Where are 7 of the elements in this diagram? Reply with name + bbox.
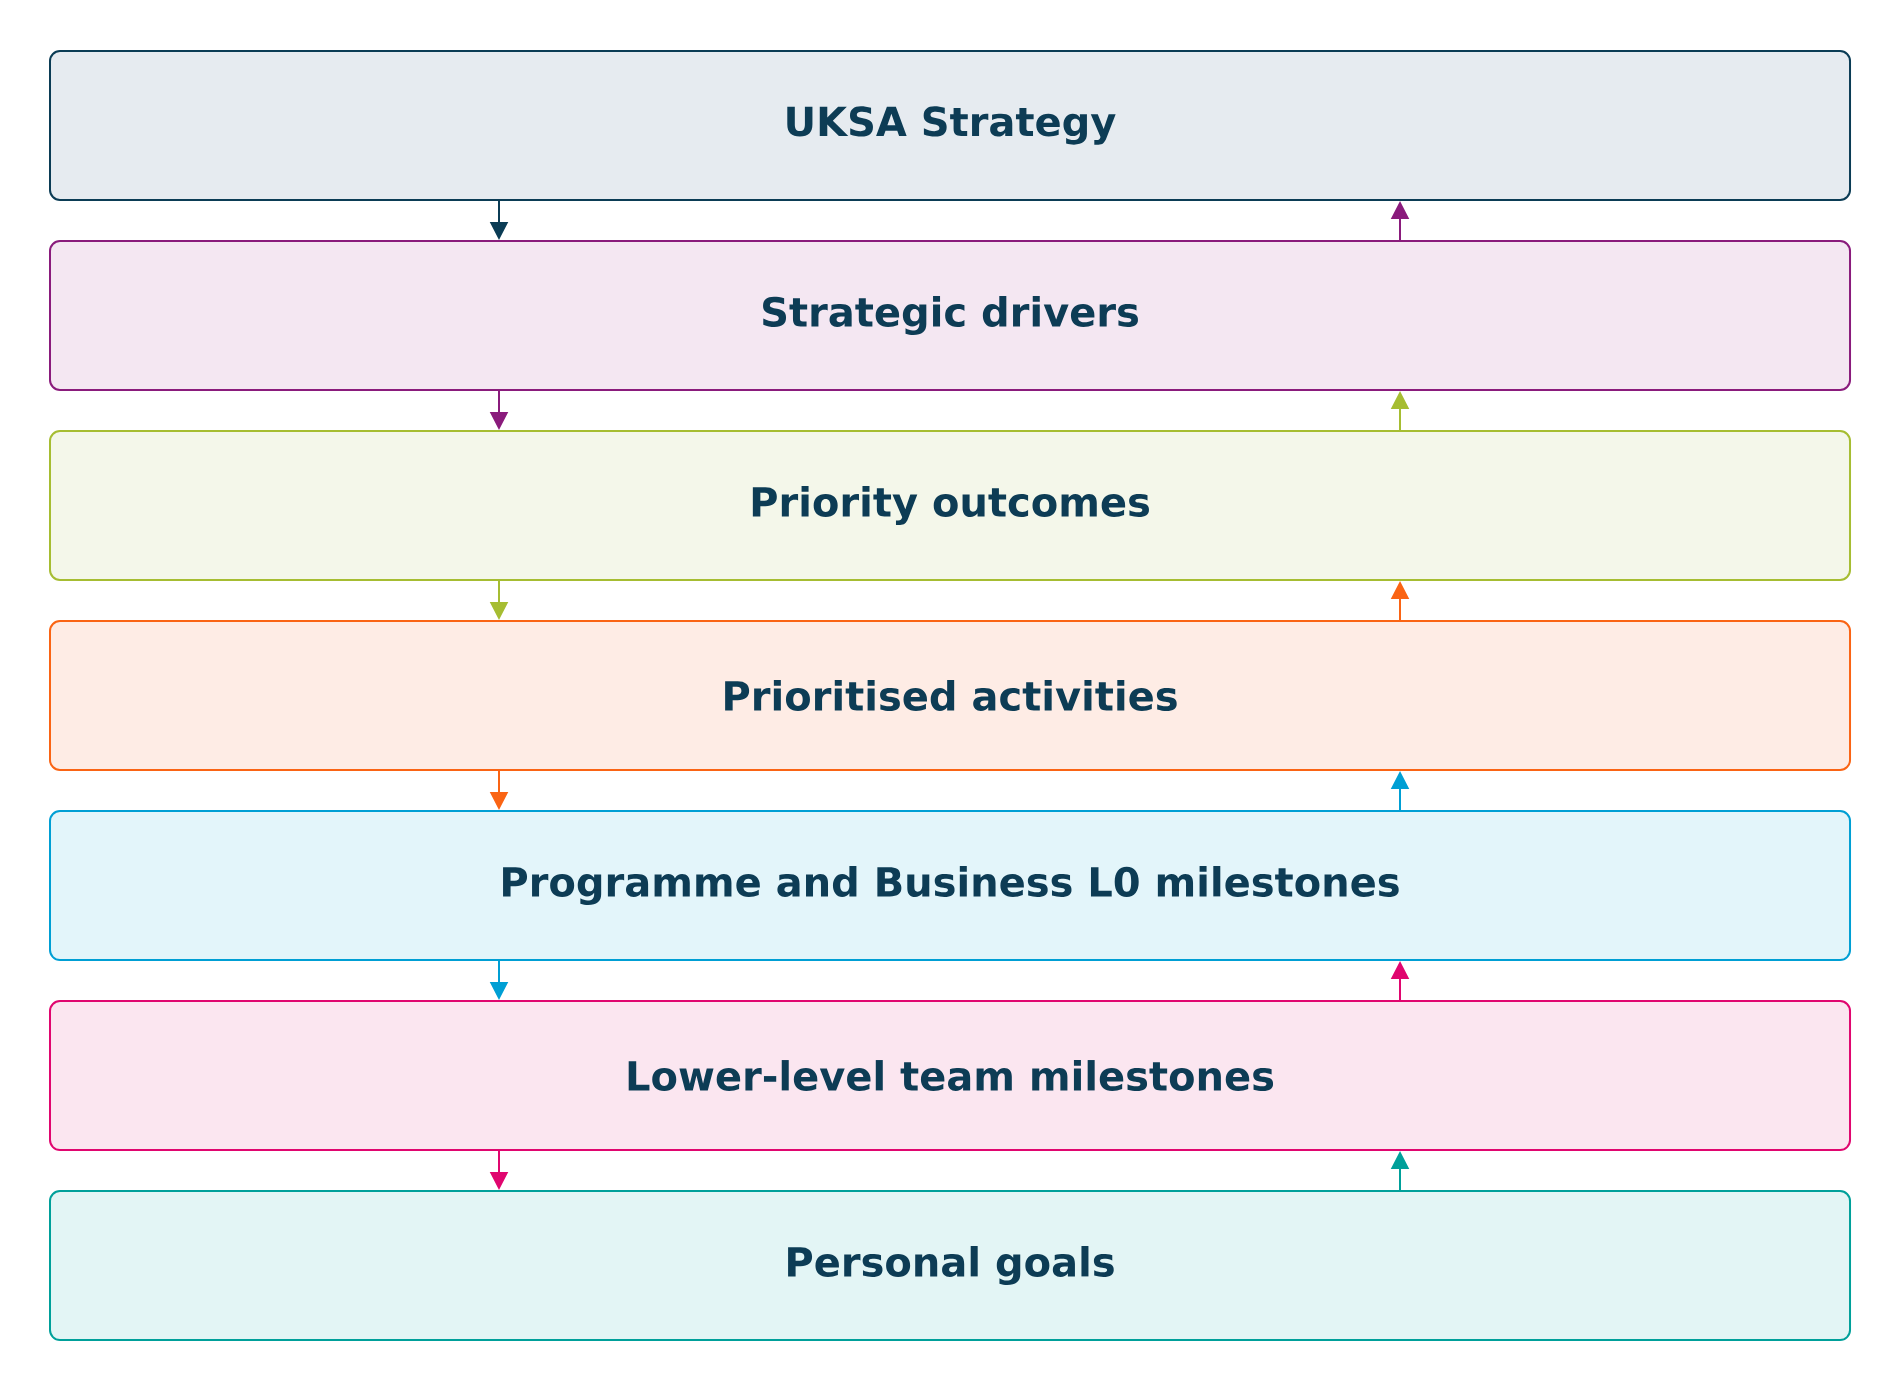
level-box: Priority outcomes — [49, 430, 1852, 581]
level-box: Lower-level team milestones — [49, 1000, 1852, 1151]
level-box: Strategic drivers — [49, 240, 1852, 391]
level-box: UKSA Strategy — [49, 50, 1852, 201]
level-box: Programme and Business L0 milestones — [49, 810, 1852, 961]
level-box: Prioritised activities — [49, 620, 1852, 771]
level-box: Personal goals — [49, 1190, 1852, 1341]
